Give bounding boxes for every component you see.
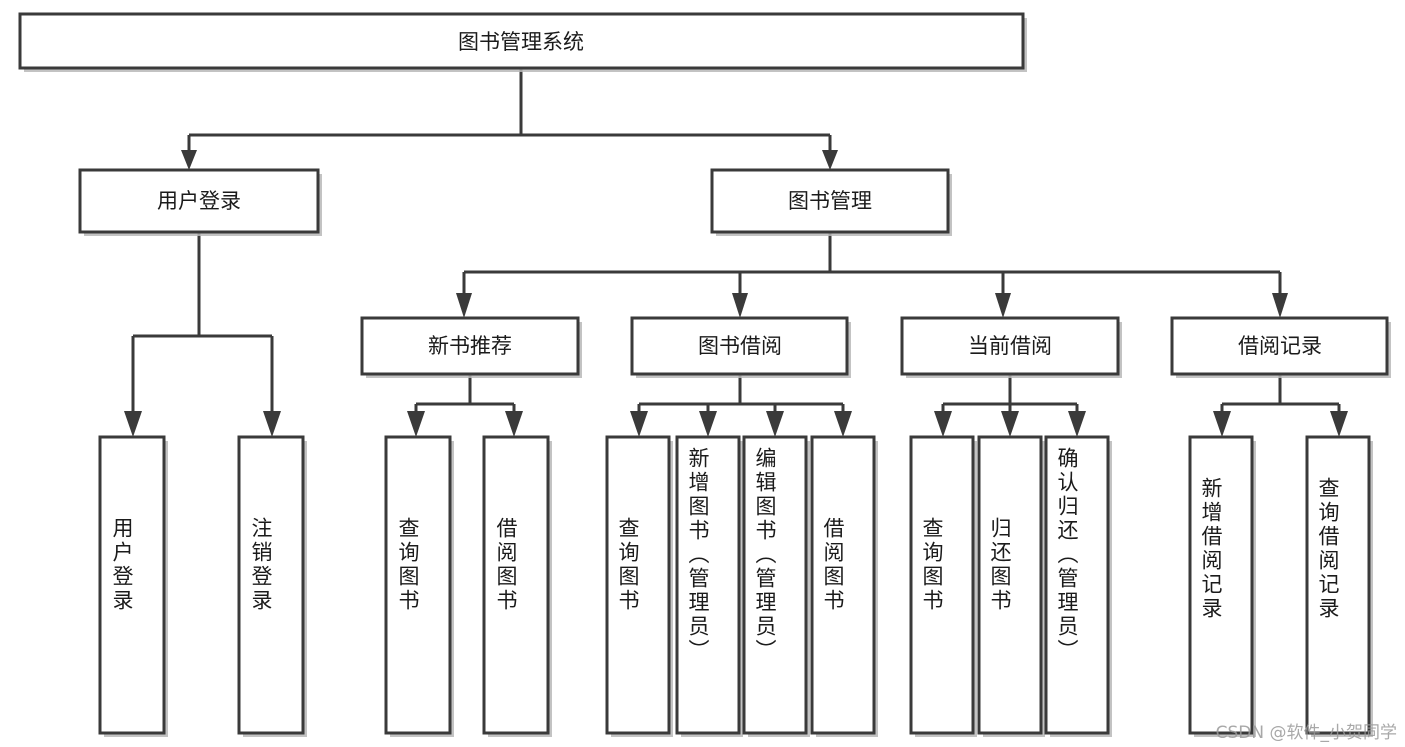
leaf-return-book-box[interactable]	[977, 435, 1043, 735]
node-new-book-recommend-label: 新书推荐	[428, 334, 512, 358]
arrow-head-book-manage	[822, 150, 838, 170]
node-current-borrow-box[interactable]	[900, 316, 1120, 376]
leaf-boxes-layer	[98, 435, 1373, 737]
csdn-watermark: CSDN @软件_小贺同学	[1215, 723, 1397, 743]
arrow-head-leaf-query-book-3	[934, 411, 952, 437]
leaf-query-book-3-box[interactable]	[909, 435, 975, 735]
arrow-head-leaf-borrow-book-1	[505, 411, 523, 437]
arrow-head-leaf-edit-book	[766, 411, 784, 437]
arrow-head-book-borrow	[732, 293, 748, 318]
leaf-borrow-book-2-box[interactable]	[810, 435, 876, 735]
node-root-box[interactable]	[18, 12, 1025, 70]
leaf-user-logout-box[interactable]	[237, 435, 305, 735]
node-user-login-box[interactable]	[78, 168, 320, 234]
leaf-query-book-2-box[interactable]	[605, 435, 671, 735]
node-borrow-record[interactable]: 借阅记录	[1170, 316, 1391, 378]
arrow-head-borrow-record	[1272, 293, 1288, 318]
node-root[interactable]: 图书管理系统	[18, 12, 1027, 72]
arrow-head-leaf-query-book-2	[630, 411, 648, 437]
node-current-borrow-label: 当前借阅	[968, 334, 1052, 358]
arrow-head-leaf-user-login	[124, 411, 142, 437]
arrow-head-leaf-return-book	[1001, 411, 1019, 437]
node-book-manage[interactable]: 图书管理	[710, 168, 952, 236]
leaf-add-record-box[interactable]	[1188, 435, 1254, 735]
arrow-head-leaf-query-book-1	[407, 411, 425, 437]
node-new-book-recommend-box[interactable]	[360, 316, 580, 376]
leaf-add-book-box[interactable]	[675, 435, 741, 735]
node-current-borrow[interactable]: 当前借阅	[900, 316, 1122, 378]
leaf-edit-book-box[interactable]	[742, 435, 808, 735]
connectors-layer	[124, 69, 1348, 437]
node-book-manage-box[interactable]	[710, 168, 950, 234]
node-book-borrow[interactable]: 图书借阅	[630, 316, 851, 378]
node-book-borrow-box[interactable]	[630, 316, 849, 376]
node-book-borrow-label: 图书借阅	[698, 334, 782, 358]
arrow-head-leaf-query-record	[1330, 411, 1348, 437]
arrow-head-leaf-add-book	[699, 411, 717, 437]
leaf-user-login-box[interactable]	[98, 435, 166, 735]
arrow-head-leaf-user-logout	[263, 411, 281, 437]
arrow-head-new-book-recommend	[456, 293, 472, 318]
leaf-query-record-box[interactable]	[1305, 435, 1371, 735]
arrow-head-leaf-borrow-book-2	[834, 411, 852, 437]
node-root-label: 图书管理系统	[458, 30, 584, 54]
node-book-manage-label: 图书管理	[788, 189, 872, 213]
node-borrow-record-box[interactable]	[1170, 316, 1389, 376]
leaf-borrow-book-1-box[interactable]	[482, 435, 550, 735]
arrow-head-leaf-confirm-return	[1068, 411, 1086, 437]
leaf-confirm-return-box[interactable]	[1044, 435, 1110, 735]
arrow-head-user-login	[181, 150, 197, 170]
node-user-login-label: 用户登录	[157, 189, 241, 213]
node-borrow-record-label: 借阅记录	[1238, 334, 1322, 358]
arrow-head-current-borrow	[995, 293, 1011, 318]
node-new-book-recommend[interactable]: 新书推荐	[360, 316, 582, 378]
node-user-login[interactable]: 用户登录	[78, 168, 322, 236]
arrow-head-leaf-add-record	[1213, 411, 1231, 437]
leaf-query-book-1-box[interactable]	[384, 435, 452, 735]
